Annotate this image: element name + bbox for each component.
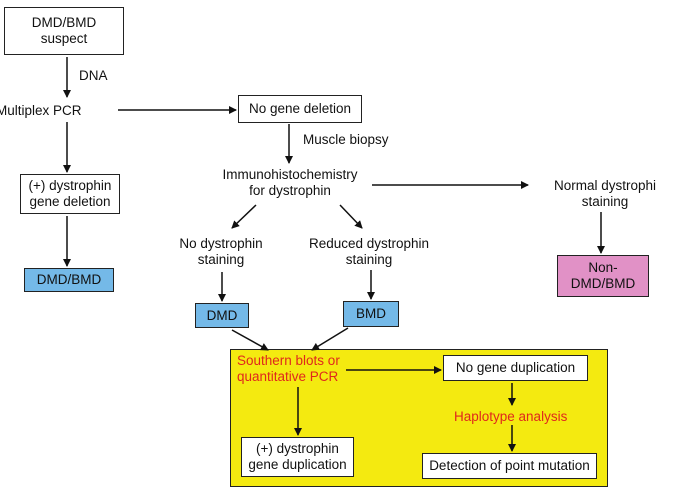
normal-line-2: staining xyxy=(581,194,629,209)
duplication-line-2: gene duplication xyxy=(248,457,347,472)
non-dmd-line-1: Non- xyxy=(588,260,618,275)
dystrophin-duplication-box: (+) dystrophin gene duplication xyxy=(241,437,354,477)
dystrophin-deletion-box: (+) dystrophin gene deletion xyxy=(20,174,120,214)
arrow-immuno-to-no-dystrophin xyxy=(231,204,257,229)
arrow-immuno-to-reduced xyxy=(339,204,363,229)
bmd-box: BMD xyxy=(343,301,399,327)
no-gene-deletion-label: No gene deletion xyxy=(248,101,352,116)
reduced-line-1: Reduced dystrophin xyxy=(308,236,430,251)
immunohistochemistry-label: Immunohistochemistry for dystrophin xyxy=(214,167,366,199)
no-gene-duplication-label: No gene duplication xyxy=(455,360,576,375)
multiplex-pcr-label: Multiplex PCR xyxy=(0,103,82,118)
muscle-biopsy-label: Muscle biopsy xyxy=(303,132,389,147)
no-gene-duplication-box: No gene duplication xyxy=(443,355,588,381)
haplotype-analysis-label: Haplotype analysis xyxy=(454,409,568,424)
no-gene-deletion-box: No gene deletion xyxy=(238,95,362,123)
dmd-bmd-result-box: DMD/BMD xyxy=(24,268,114,292)
immuno-line-2: for dystrophin xyxy=(249,183,331,198)
dmd-bmd-suspect-box: DMD/BMD suspect xyxy=(4,7,124,55)
dmd-box: DMD xyxy=(195,303,249,328)
no-dystrophin-line-1: No dystrophin xyxy=(179,236,263,251)
dna-label: DNA xyxy=(79,68,108,83)
point-mutation-label: Detection of point mutation xyxy=(429,458,590,473)
dmd-bmd-result-label: DMD/BMD xyxy=(36,272,102,287)
southern-line-1: Southern blots or xyxy=(237,353,340,368)
dmd-label: DMD xyxy=(206,307,238,323)
normal-line-1: Normal dystrophi xyxy=(553,178,657,193)
suspect-line-1: DMD/BMD xyxy=(31,15,97,30)
non-dmd-line-2: DMD/BMD xyxy=(570,276,636,291)
non-dmd-bmd-box: Non- DMD/BMD xyxy=(557,255,649,297)
bmd-label: BMD xyxy=(356,306,386,321)
reduced-dystrophin-staining-label: Reduced dystrophin staining xyxy=(302,236,436,268)
duplication-line-1: (+) dystrophin xyxy=(256,441,339,456)
southern-blots-label: Southern blots or quantitative PCR xyxy=(237,353,340,385)
immuno-line-1: Immunohistochemistry xyxy=(222,167,358,182)
suspect-line-2: suspect xyxy=(40,31,88,46)
reduced-line-2: staining xyxy=(345,252,393,267)
arrow-dmd-to-southern xyxy=(231,329,269,351)
point-mutation-box: Detection of point mutation xyxy=(422,453,597,479)
deletion-line-2: gene deletion xyxy=(29,194,111,209)
no-dystrophin-line-2: staining xyxy=(197,252,245,267)
southern-line-2: quantitative PCR xyxy=(237,369,339,384)
deletion-line-1: (+) dystrophin xyxy=(28,178,112,193)
normal-staining-label: Normal dystrophi staining xyxy=(540,178,670,210)
no-dystrophin-staining-label: No dystrophin staining xyxy=(166,236,276,268)
arrow-bmd-to-southern xyxy=(311,327,349,351)
